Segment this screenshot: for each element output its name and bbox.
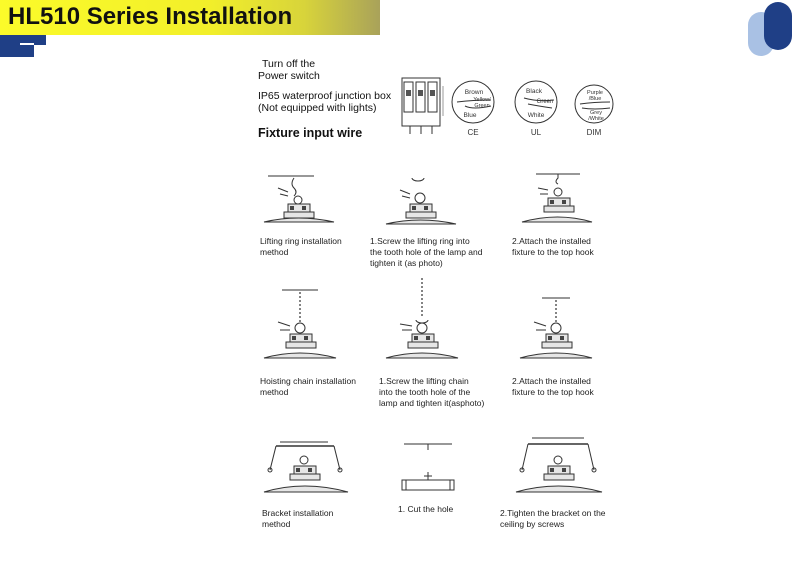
caption-line: 2.Attach the installed — [512, 236, 591, 246]
caption-row3-col2: 1. Cut the hole — [398, 504, 453, 515]
caption-line: Lifting ring installation — [260, 236, 342, 246]
step-turn-off-line1: Turn off the — [262, 58, 316, 70]
wire-ul-1: Black — [526, 88, 542, 95]
brand-logo-icon — [748, 2, 792, 56]
wiring-code-dim: DIM — [586, 128, 602, 137]
caption-line: Bracket installation — [262, 508, 334, 518]
wire-ul-2: Green — [536, 99, 554, 105]
caption-line: Hoisting chain installation — [260, 376, 356, 386]
caption-row2-col2: 1.Screw the lifting chain into the tooth… — [379, 376, 484, 409]
caption-line: lamp and tighten it(asphoto) — [379, 398, 485, 408]
caption-row3-col1: Bracket installation method — [262, 508, 333, 530]
caption-line: the tooth hole of the lamp and — [370, 247, 483, 257]
wire-dim-2: Grey /White — [588, 110, 604, 122]
decor-square — [34, 35, 46, 45]
title-banner: HL510 Series Installation — [0, 0, 380, 35]
lamp-chain-overview — [263, 289, 337, 359]
lamp-bracket-ceiling — [515, 437, 603, 493]
wire-ul-3: White — [527, 112, 545, 119]
wire-dim-1: Purple /Blue — [587, 90, 603, 102]
caption-row1-col3: 2.Attach the installed fixture to the to… — [512, 236, 594, 258]
caption-row1-col1: Lifting ring installation method — [260, 236, 342, 258]
caption-line: 1.Screw the lifting ring into — [370, 236, 470, 246]
junction-box-line1: IP65 waterproof junction box — [258, 90, 392, 102]
caption-line: method — [260, 387, 289, 397]
lamp-chain-screw — [385, 278, 459, 359]
caption-line: 1. Cut the hole — [398, 504, 454, 514]
wiring-ce-diagram — [451, 80, 495, 124]
wire-ce-2: Yellow/ Green — [473, 97, 491, 109]
caption-line: into the tooth hole of the — [379, 387, 471, 397]
lamp-lifting-ring-screw — [385, 177, 457, 225]
lamp-chain-hook — [519, 297, 593, 359]
wiring-ul-diagram — [514, 80, 558, 124]
caption-line: ceiling by screws — [500, 519, 565, 529]
caption-row1-col2: 1.Screw the lifting ring into the tooth … — [370, 236, 482, 269]
caption-row2-col3: 2.Attach the installed fixture to the to… — [512, 376, 594, 398]
caption-row2-col1: Hoisting chain installation method — [260, 376, 356, 398]
wire-ce-3: Blue — [463, 112, 477, 119]
caption-line: fixture to the top hook — [512, 247, 594, 257]
caption-line: 2.Attach the installed — [512, 376, 591, 386]
caption-line: 1.Screw the lifting chain — [379, 376, 469, 386]
caption-line: 2.Tighten the bracket on the — [500, 508, 606, 518]
decor-square — [20, 45, 34, 57]
caption-line: fixture to the top hook — [512, 387, 594, 397]
caption-row3-col3: 2.Tighten the bracket on the ceiling by … — [500, 508, 606, 530]
caption-line: method — [260, 247, 289, 257]
lamp-bracket-overview — [263, 441, 349, 493]
step-turn-off-line2: Power switch — [258, 70, 320, 82]
caption-line: tighten it (as photo) — [370, 258, 443, 268]
wiring-dim-diagram — [574, 84, 614, 124]
decor-square — [0, 35, 20, 57]
wiring-code-ce: CE — [467, 128, 479, 137]
junction-box-icon — [401, 77, 444, 134]
caption-line: method — [262, 519, 291, 529]
lamp-lifting-ring-hook — [521, 173, 593, 223]
junction-box-line2: (Not equipped with lights) — [258, 102, 377, 114]
wiring-code-ul: UL — [530, 128, 542, 137]
lamp-lifting-ring-overview — [263, 175, 335, 223]
wire-ce-1: Brown — [464, 89, 484, 96]
page-title: HL510 Series Installation — [8, 3, 293, 30]
ceiling-cut-hole-diagram — [401, 443, 455, 491]
decor-square — [20, 35, 34, 43]
fixture-input-wire-label: Fixture input wire — [258, 126, 363, 140]
